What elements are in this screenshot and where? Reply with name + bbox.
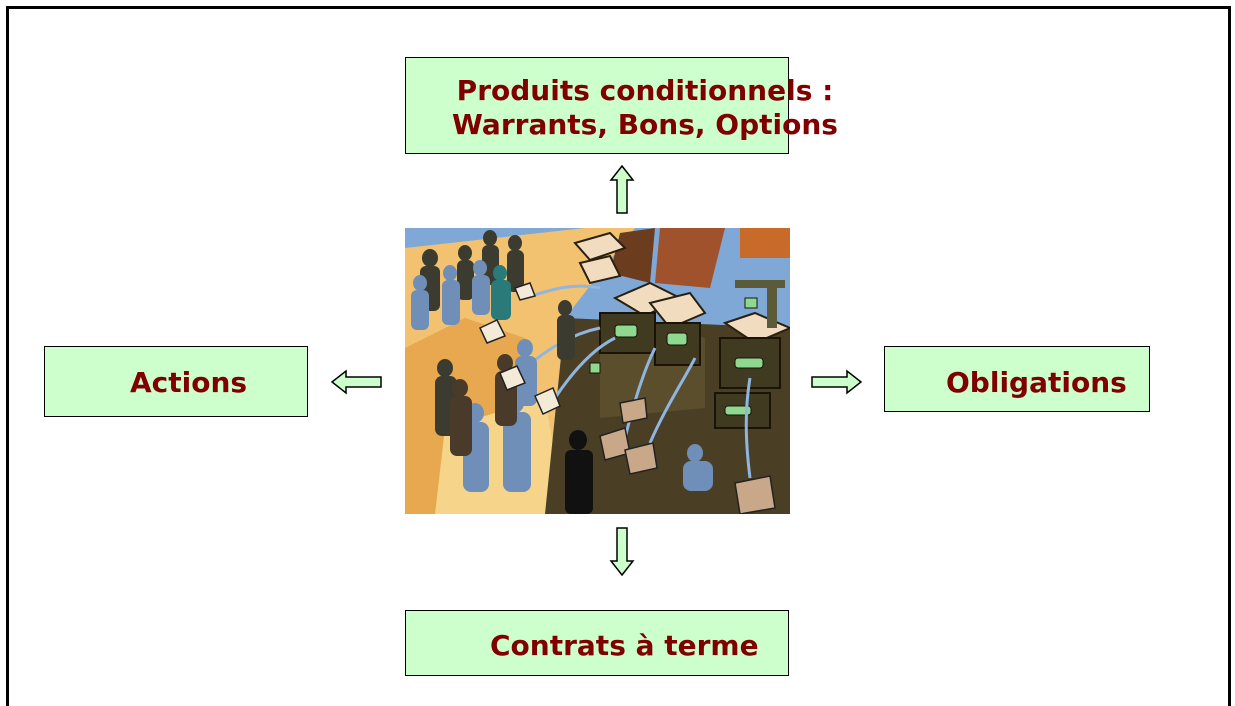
stock-exchange-clipart: [405, 228, 790, 514]
box-futures: [405, 610, 789, 676]
conditional-products-line2: Warrants, Bons, Options: [452, 108, 838, 141]
conditional-products-label: Produits conditionnels : Warrants, Bons,…: [440, 74, 850, 142]
slide-frame: [6, 6, 1231, 706]
futures-label: Contrats à terme: [490, 629, 759, 662]
arrow-down-icon: [609, 527, 635, 576]
arrow-up-icon: [609, 165, 635, 214]
arrow-right-icon: [811, 369, 862, 395]
arrow-left-icon: [331, 369, 382, 395]
actions-label: Actions: [130, 366, 248, 399]
obligations-label: Obligations: [946, 366, 1127, 399]
box-obligations: [884, 346, 1150, 412]
box-actions: [44, 346, 308, 417]
conditional-products-line1: Produits conditionnels :: [456, 74, 834, 107]
box-conditional-products: [405, 57, 789, 154]
